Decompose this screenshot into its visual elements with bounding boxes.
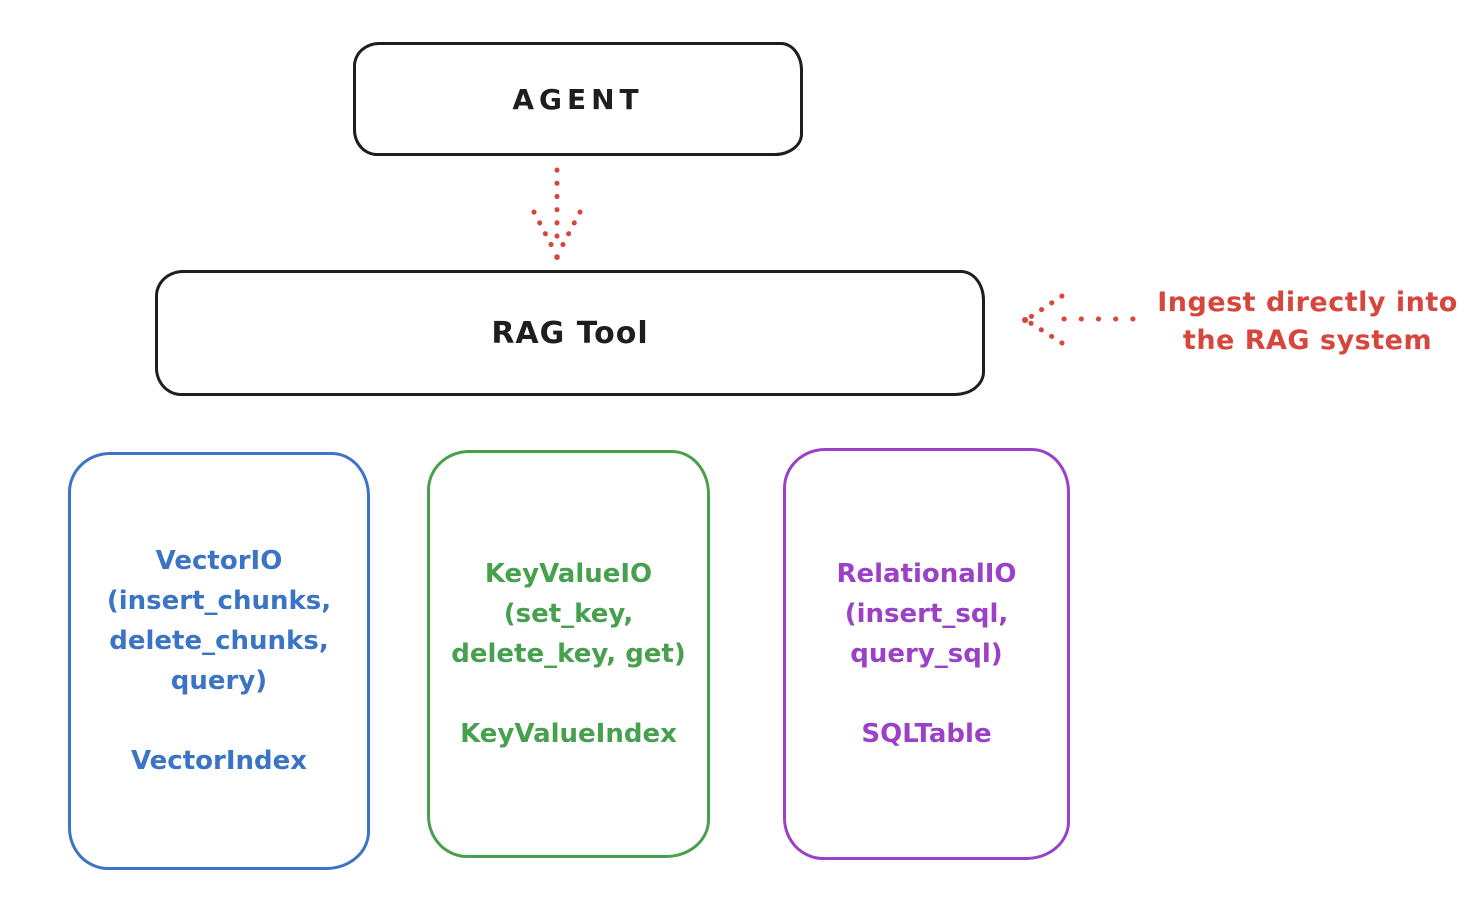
relational-io-node[interactable]: RelationalIO (insert_sql, query_sql) SQL… [783,448,1070,860]
ingest-annotation: Ingest directly into the RAG system [1135,284,1480,360]
agent-node[interactable]: AGENT [353,42,803,156]
key-value-io-node[interactable]: KeyValueIO (set_key, delete_key, get) Ke… [427,450,710,858]
ingest-arrow [1022,293,1136,346]
relational-io-methods-1: (insert_sql, [844,599,1009,629]
relational-io-lines: RelationalIO (insert_sql, query_sql) [836,554,1016,674]
key-value-io-title: KeyValueIO [484,559,653,589]
vector-io-methods-3: query) [170,666,268,696]
agent-label: AGENT [512,82,644,116]
key-value-index-label: KeyValueIndex [460,719,677,749]
vector-io-lines: VectorIO (insert_chunks, delete_chunks, … [107,541,331,701]
key-value-io-lines: KeyValueIO (set_key, delete_key, get) [451,554,686,674]
vector-io-methods-2: delete_chunks, [109,626,329,656]
key-value-io-methods-2: delete_key, get) [451,639,686,669]
relational-io-title: RelationalIO [836,559,1017,589]
ingest-annotation-line1: Ingest directly into [1157,287,1458,318]
rag-tool-label: RAG Tool [491,315,649,351]
vector-index-label: VectorIndex [130,746,308,776]
vector-io-title: VectorIO [155,546,283,576]
sql-table-label: SQLTable [861,719,992,749]
key-value-io-methods-1: (set_key, [503,599,634,629]
rag-tool-node[interactable]: RAG Tool [155,270,985,396]
vector-io-node[interactable]: VectorIO (insert_chunks, delete_chunks, … [68,452,370,870]
relational-io-methods-2: query_sql) [850,639,1003,669]
agent-to-rag-arrow [531,167,583,261]
ingest-annotation-line2: the RAG system [1182,325,1433,356]
vector-io-methods-1: (insert_chunks, [106,586,332,616]
